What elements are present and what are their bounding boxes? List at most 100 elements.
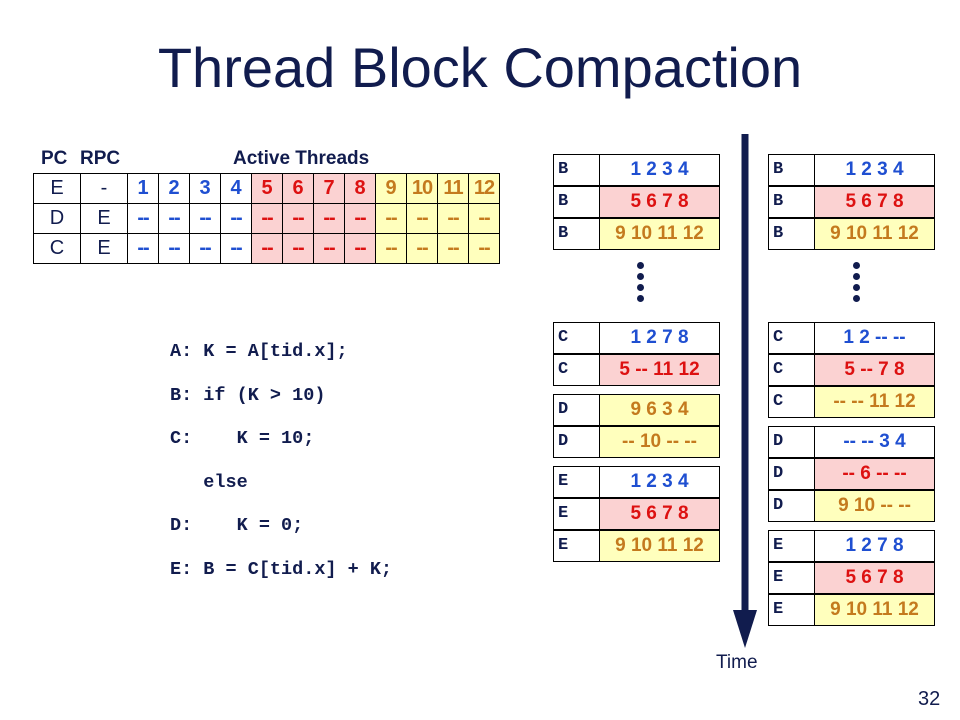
thread-cell: --	[127, 203, 159, 234]
thread-cell: 6	[282, 173, 314, 204]
warp-thread-ids: -- -- 3 4	[815, 427, 934, 457]
thread-cell: --	[375, 233, 407, 264]
warp-row: D-- 6 -- --	[768, 458, 935, 490]
pc-header: PC	[41, 148, 68, 169]
thread-cell: --	[127, 233, 159, 264]
warp-thread-ids: 1 2 7 8	[600, 323, 719, 353]
warp-pc-label: D	[554, 395, 600, 425]
thread-cell: --	[282, 233, 314, 264]
warp-pc-label: E	[554, 531, 600, 561]
thread-cell: 7	[313, 173, 345, 204]
ellipsis-dots-right	[853, 262, 860, 306]
warp-pc-label: B	[769, 219, 815, 249]
warp-thread-ids: 9 10 11 12	[600, 531, 719, 561]
warp-pc-label: E	[769, 563, 815, 593]
warp-thread-ids: 9 10 11 12	[815, 219, 934, 249]
warp-thread-ids: 5 -- 7 8	[815, 355, 934, 385]
warp-row: C-- -- 11 12	[768, 386, 935, 418]
thread-cell: --	[406, 203, 438, 234]
thread-cell: 12	[468, 173, 500, 204]
warp-pc-label: B	[554, 219, 600, 249]
thread-cell: --	[251, 203, 283, 234]
thread-cell: --	[468, 233, 500, 264]
thread-cell: --	[251, 233, 283, 264]
thread-cell: 2	[158, 173, 190, 204]
thread-cell: 8	[344, 173, 376, 204]
ellipsis-dots-left	[637, 262, 644, 306]
pc-cell: C	[33, 233, 81, 264]
warp-thread-ids: 9 10 11 12	[600, 219, 719, 249]
thread-cell: --	[220, 203, 252, 234]
code-line: B: if (K > 10)	[170, 384, 326, 406]
warp-thread-ids: 5 6 7 8	[600, 187, 719, 217]
thread-cell: 4	[220, 173, 252, 204]
code-line: C: K = 10;	[170, 428, 315, 449]
warp-pc-label: C	[769, 323, 815, 353]
warp-pc-label: D	[769, 491, 815, 521]
page-number: 32	[918, 688, 941, 710]
warp-thread-ids: 9 10 -- --	[815, 491, 934, 521]
warp-thread-ids: 5 -- 11 12	[600, 355, 719, 385]
thread-cell: 3	[189, 173, 221, 204]
pc-cell: E	[33, 173, 81, 204]
warp-pc-label: B	[554, 155, 600, 185]
code-listing: A: K = A[tid.x]; B: if (K > 10) C: K = 10;…	[170, 330, 392, 591]
thread-cell: 1	[127, 173, 159, 204]
thread-cell: --	[189, 233, 221, 264]
time-label: Time	[716, 652, 758, 673]
warp-pc-label: B	[769, 187, 815, 217]
warp-thread-ids: 1 2 3 4	[600, 155, 719, 185]
rpc-cell: -	[80, 173, 128, 204]
thread-cell: 9	[375, 173, 407, 204]
warp-thread-ids: 5 6 7 8	[600, 499, 719, 529]
warp-thread-ids: 1 2 3 4	[815, 155, 934, 185]
warp-pc-label: E	[554, 467, 600, 497]
thread-cell: --	[220, 233, 252, 264]
warp-thread-ids: 1 2 3 4	[600, 467, 719, 497]
warp-thread-ids: -- -- 11 12	[815, 387, 934, 417]
thread-cell: --	[344, 233, 376, 264]
warp-thread-ids: -- 6 -- --	[815, 459, 934, 489]
code-line: A: K = A[tid.x];	[170, 341, 348, 362]
time-arrow	[733, 134, 757, 648]
warp-pc-label: D	[769, 459, 815, 489]
rpc-header: RPC	[80, 148, 121, 169]
warp-pc-label: E	[769, 531, 815, 561]
page-title: Thread Block Compaction	[157, 36, 803, 99]
warp-pc-label: C	[554, 323, 600, 353]
warp-pc-label: B	[554, 187, 600, 217]
rpc-cell: E	[80, 233, 128, 264]
pc-cell: D	[33, 203, 81, 234]
warp-pc-label: C	[769, 387, 815, 417]
thread-cell: --	[406, 233, 438, 264]
warp-thread-ids: 5 6 7 8	[815, 187, 934, 217]
warp-pc-label: E	[554, 499, 600, 529]
active-threads-header: Active Threads	[233, 148, 370, 169]
warp-thread-ids: 1 2 7 8	[815, 531, 934, 561]
warp-row: D-- 10 -- --	[553, 426, 720, 458]
warp-pc-label: D	[769, 427, 815, 457]
warp-pc-label: C	[554, 355, 600, 385]
rpc-cell: E	[80, 203, 128, 234]
thread-cell: --	[375, 203, 407, 234]
thread-cell: --	[468, 203, 500, 234]
code-line: E: B = C[tid.x] + K;	[170, 558, 393, 580]
